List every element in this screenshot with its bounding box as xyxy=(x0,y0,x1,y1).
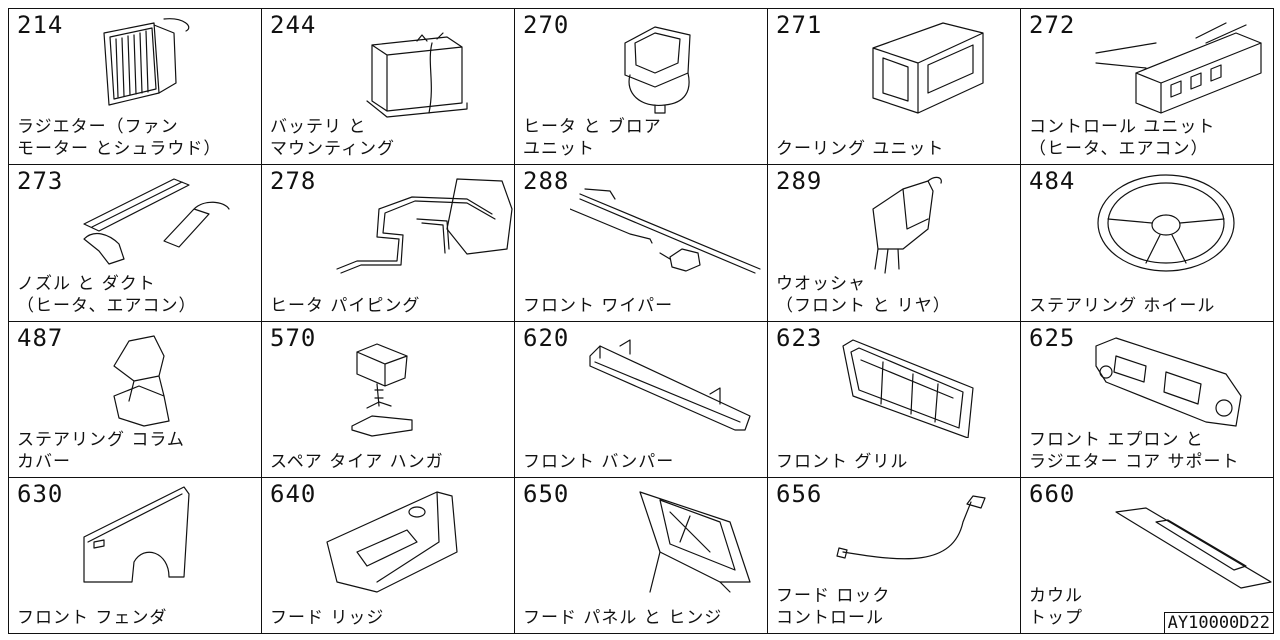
washer-icon xyxy=(872,177,942,274)
part-name: フロント フェンダ xyxy=(17,608,168,628)
part-code: 289 xyxy=(776,167,823,196)
part-name: フロント グリル xyxy=(776,451,909,472)
part-cell-625[interactable]: 625 フロント エプロン と ラジエター コア サポート xyxy=(1021,321,1274,478)
part-code: 273 xyxy=(17,167,64,196)
part-cell-487[interactable]: 487 ステアリング コラム カバー xyxy=(9,321,262,478)
wiper-icon xyxy=(570,188,761,274)
part-code: 214 xyxy=(17,11,64,39)
part-cell-656[interactable]: 656 フード ロック コントロール xyxy=(768,477,1021,634)
part-name: ウオッシャ （フロント と リヤ） xyxy=(776,273,951,316)
part-name: ヒータ と ブロア ユニット xyxy=(523,117,662,160)
part-cell-272[interactable]: 272 コントロール ユニット （ヒータ、エアコン） xyxy=(1021,9,1274,166)
part-name: ステアリング コラム カバー xyxy=(17,429,185,472)
apron-icon xyxy=(1095,336,1242,427)
part-code: 278 xyxy=(270,167,317,196)
fender-icon xyxy=(83,486,190,583)
part-name: フロント ワイパー xyxy=(523,295,674,316)
part-code: 623 xyxy=(776,323,823,352)
part-name: ステアリング ホイール xyxy=(1029,295,1216,316)
part-code: 244 xyxy=(270,11,317,39)
part-name: コントロール ユニット （ヒータ、エアコン） xyxy=(1029,117,1216,160)
part-code: 272 xyxy=(1029,11,1076,39)
part-name: フード リッジ xyxy=(270,608,385,628)
column-cover-icon xyxy=(113,334,170,427)
hood-panel-icon xyxy=(639,491,751,593)
part-code: 630 xyxy=(17,479,64,508)
grille-icon xyxy=(842,338,974,438)
part-name: フロント エプロン と ラジエター コア サポート xyxy=(1029,429,1240,472)
control-unit-icon xyxy=(1095,22,1262,114)
part-cell-214[interactable]: 214 ラジエター（ファン モーター とシュラウド） xyxy=(9,9,262,166)
part-cell-570[interactable]: 570 スペア タイア ハンガ xyxy=(262,321,515,478)
part-code: 640 xyxy=(270,479,317,508)
radiator-icon xyxy=(103,18,190,106)
part-cell-289[interactable]: 289 ウオッシャ （フロント と リヤ） xyxy=(768,165,1021,322)
heater-blower-icon xyxy=(624,26,691,114)
part-code: 270 xyxy=(523,11,570,39)
cooling-unit-icon xyxy=(872,22,984,114)
part-code: 271 xyxy=(776,11,823,39)
part-name: クーリング ユニット xyxy=(776,139,945,160)
part-code: 484 xyxy=(1029,167,1076,196)
part-code: 650 xyxy=(523,479,570,508)
parts-grid: 214 ラジエター（ファン モーター とシュラウド） 244 バッテリ と マウ… xyxy=(8,8,1274,634)
part-name: フード ロック コントロール xyxy=(776,586,891,628)
part-cell-630[interactable]: 630 フロント フェンダ xyxy=(9,477,262,634)
part-cell-650[interactable]: 650 フード パネル と ヒンジ xyxy=(515,477,768,634)
nozzle-duct-icon xyxy=(83,178,230,265)
part-name: ノズル と ダクト （ヒータ、エアコン） xyxy=(17,273,197,316)
tire-hanger-icon xyxy=(351,342,413,437)
part-cell-271[interactable]: 271 クーリング ユニット xyxy=(768,9,1021,166)
diagram-id-label: AY10000D22 xyxy=(1163,612,1274,634)
part-name: フード パネル と ヒンジ xyxy=(523,608,723,628)
part-code: 620 xyxy=(523,323,570,352)
part-code: 288 xyxy=(523,167,570,196)
part-code: 660 xyxy=(1029,479,1076,508)
part-cell-270[interactable]: 270 ヒータ と ブロア ユニット xyxy=(515,9,768,166)
part-name: ヒータ パイピング xyxy=(270,295,421,316)
part-cell-623[interactable]: 623 フロント グリル xyxy=(768,321,1021,478)
part-cell-278[interactable]: 278 ヒータ パイピング xyxy=(262,165,515,322)
battery-icon xyxy=(366,32,468,118)
part-code: 656 xyxy=(776,479,823,508)
part-code: 625 xyxy=(1029,323,1076,352)
part-cell-288[interactable]: 288 フロント ワイパー xyxy=(515,165,768,322)
hood-lock-icon xyxy=(836,495,986,560)
part-cell-273[interactable]: 273 ノズル と ダクト （ヒータ、エアコン） xyxy=(9,165,262,322)
part-name: バッテリ と マウンティング xyxy=(270,117,395,160)
part-name: ラジエター（ファン モーター とシュラウド） xyxy=(17,117,222,160)
part-cell-620[interactable]: 620 フロント バンパー xyxy=(515,321,768,478)
bumper-icon xyxy=(589,338,751,431)
part-cell-660[interactable]: 660 カウル トップ xyxy=(1021,477,1274,634)
part-code: 570 xyxy=(270,323,317,352)
steering-wheel-icon xyxy=(1097,174,1235,272)
part-name: フロント バンパー xyxy=(523,451,675,472)
part-code: 487 xyxy=(17,323,64,352)
hood-ridge-icon xyxy=(326,491,458,593)
part-cell-244[interactable]: 244 バッテリ と マウンティング xyxy=(262,9,515,166)
part-name: カウル トップ xyxy=(1029,586,1083,628)
heater-piping-icon xyxy=(336,178,513,274)
part-name: スペア タイア ハンガ xyxy=(270,451,444,472)
part-cell-484[interactable]: 484 ステアリング ホイール xyxy=(1021,165,1274,322)
cowl-top-icon xyxy=(1115,507,1272,589)
part-cell-640[interactable]: 640 フード リッジ xyxy=(262,477,515,634)
